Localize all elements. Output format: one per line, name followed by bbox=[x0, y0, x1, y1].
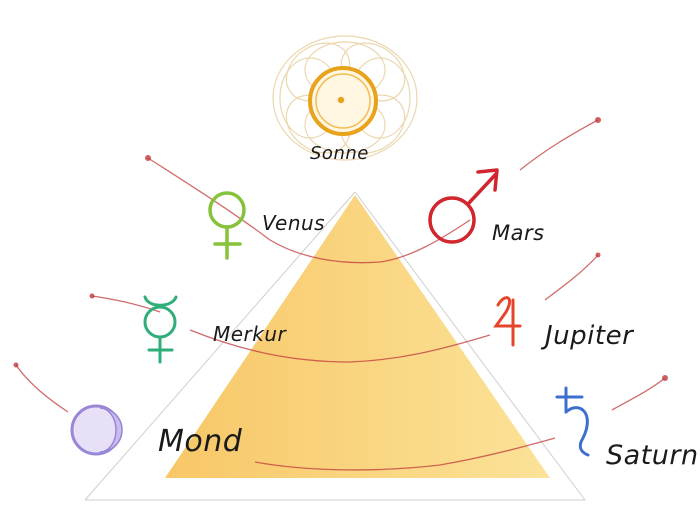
mond-label: Mond bbox=[158, 424, 242, 459]
merkur-label: Merkur bbox=[213, 322, 286, 346]
sun-symbol-icon bbox=[310, 68, 376, 134]
mars-label: Mars bbox=[492, 221, 545, 245]
saturn-label: Saturn bbox=[606, 440, 699, 471]
venus-symbol-icon bbox=[210, 193, 244, 258]
jupiter-symbol-icon bbox=[496, 298, 520, 345]
jupiter-label: Jupiter bbox=[545, 321, 633, 351]
venus-label: Venus bbox=[262, 211, 325, 235]
merkur-symbol-icon bbox=[145, 297, 176, 362]
sun-label: Sonne bbox=[310, 143, 369, 164]
saturn-symbol-icon bbox=[557, 388, 588, 455]
mars-symbol-icon bbox=[430, 170, 497, 242]
mond-symbol-icon bbox=[72, 406, 122, 454]
